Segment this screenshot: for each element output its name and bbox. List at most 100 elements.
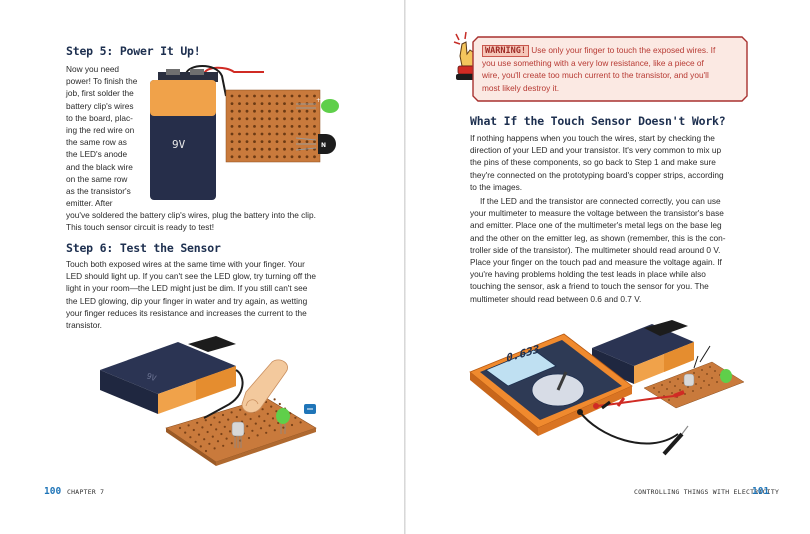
perfboard-hole	[698, 376, 700, 378]
perfboard-hole	[204, 419, 207, 422]
perfboard-hole	[305, 117, 309, 121]
perfboard-hole	[204, 449, 208, 453]
perfboard-hole	[275, 155, 279, 159]
perfboard-hole	[220, 432, 223, 436]
perfboard-hole	[273, 398, 276, 401]
step5-full-text: you've soldered the battery clip's wires…	[66, 210, 316, 233]
perfboard-hole	[187, 424, 190, 427]
battery-wire	[203, 369, 244, 419]
perfboard-hole	[260, 109, 264, 113]
perfboard-hole	[283, 147, 286, 151]
perfboard-hole	[238, 155, 241, 159]
perfboard-hole	[283, 155, 286, 159]
perfboard-hole	[260, 125, 264, 128]
perfboard-hole	[299, 421, 302, 424]
perfboard-hole	[235, 415, 238, 419]
battery-iso-label: 9V	[145, 371, 157, 383]
perfboard-hole	[238, 102, 241, 105]
perfboard-hole	[245, 132, 249, 136]
perfboard-hole	[313, 125, 316, 128]
perfboard-hole	[208, 442, 211, 445]
perfboard-hole	[706, 373, 708, 375]
perfboard-hole	[245, 117, 249, 121]
perfboard-hole	[253, 140, 256, 143]
perfboard-hole	[273, 429, 276, 432]
perfboard-hole	[298, 140, 301, 143]
warning-box: WARNING! Use only your finger to touch t…	[472, 36, 748, 102]
battery-orange-band	[150, 80, 216, 116]
perfboard-hole	[682, 382, 684, 384]
perfboard-hole	[230, 132, 234, 136]
book-gutter	[404, 0, 406, 534]
perfboard-hole	[230, 125, 234, 128]
transistor-iso	[231, 421, 245, 437]
perfboard-hole	[298, 117, 301, 121]
perfboard-hole	[283, 109, 286, 113]
perfboard-hole	[268, 94, 271, 98]
perfboard-hole	[216, 440, 220, 443]
perfboard-hole	[209, 423, 213, 426]
perfboard-holes	[230, 94, 316, 159]
perfboard-hole	[245, 109, 249, 113]
perfboard-hole	[260, 117, 264, 121]
perfboard-hole	[245, 102, 249, 105]
perfboard-hole	[263, 419, 266, 423]
warning-tag: WARNING!	[482, 45, 529, 57]
perfboard-hole	[298, 125, 301, 128]
perfboard-hole	[313, 155, 316, 159]
perfboard-hole	[298, 109, 301, 113]
perfboard-hole	[230, 94, 234, 98]
perfboard-hole	[298, 132, 301, 136]
perfboard-hole	[268, 147, 271, 151]
perfboard-hole	[245, 147, 249, 151]
perfboard	[225, 89, 321, 163]
perfboard-hole	[283, 132, 286, 136]
left-running-head: CHAPTER 7	[67, 488, 105, 496]
perfboard-hole	[305, 155, 309, 159]
perfboard-hole	[275, 102, 279, 105]
perfboard-hole	[230, 155, 234, 159]
perfboard-hole	[268, 102, 271, 105]
red-probe-lead	[595, 395, 675, 407]
perfboard-hole	[298, 155, 301, 159]
perfboard-hole	[275, 132, 279, 136]
perfboard-hole	[653, 387, 655, 389]
perfboard-hole	[230, 442, 233, 445]
perfboard-hole	[230, 117, 234, 121]
perfboard-hole	[305, 140, 309, 143]
perfboard-hole	[238, 140, 241, 143]
perfboard-hole	[253, 132, 256, 136]
perfboard-hole	[268, 109, 271, 113]
step6-title: Test the Sensor	[119, 241, 221, 255]
perfboard-hole	[290, 117, 294, 121]
perfboard-hole	[709, 366, 711, 368]
perfboard-hole	[305, 132, 309, 136]
perfboard-hole	[253, 102, 256, 105]
perfboard-hole	[222, 444, 225, 447]
perfboard-hole	[305, 94, 309, 98]
perfboard-hole	[714, 370, 716, 372]
perfboard-hole	[693, 372, 695, 374]
perfboard-hole	[313, 109, 316, 113]
perfboard-hole	[275, 94, 279, 98]
perfboard-hole	[245, 94, 249, 98]
perfboard-hole	[218, 421, 221, 424]
perfboard-hole	[270, 405, 273, 408]
perfboard-hole	[290, 155, 294, 159]
black-wire	[185, 65, 227, 97]
perfboard-hole	[661, 384, 663, 386]
green-led-iso	[276, 408, 290, 424]
black-probe-lead	[579, 411, 679, 445]
perfboard-hole	[265, 431, 268, 434]
red-wire	[203, 66, 264, 75]
perfboard-hole	[238, 125, 241, 128]
perfboard-hole	[671, 392, 673, 394]
perfboard-hole	[283, 125, 286, 128]
perfboard-hole	[711, 377, 713, 379]
perfboard-hole	[199, 445, 202, 448]
battery-bg-top	[592, 324, 694, 366]
perfboard-hole	[253, 94, 256, 98]
perfboard-hole	[692, 390, 694, 392]
perfboard-hole	[679, 389, 681, 391]
perfboard-hole	[238, 94, 241, 98]
